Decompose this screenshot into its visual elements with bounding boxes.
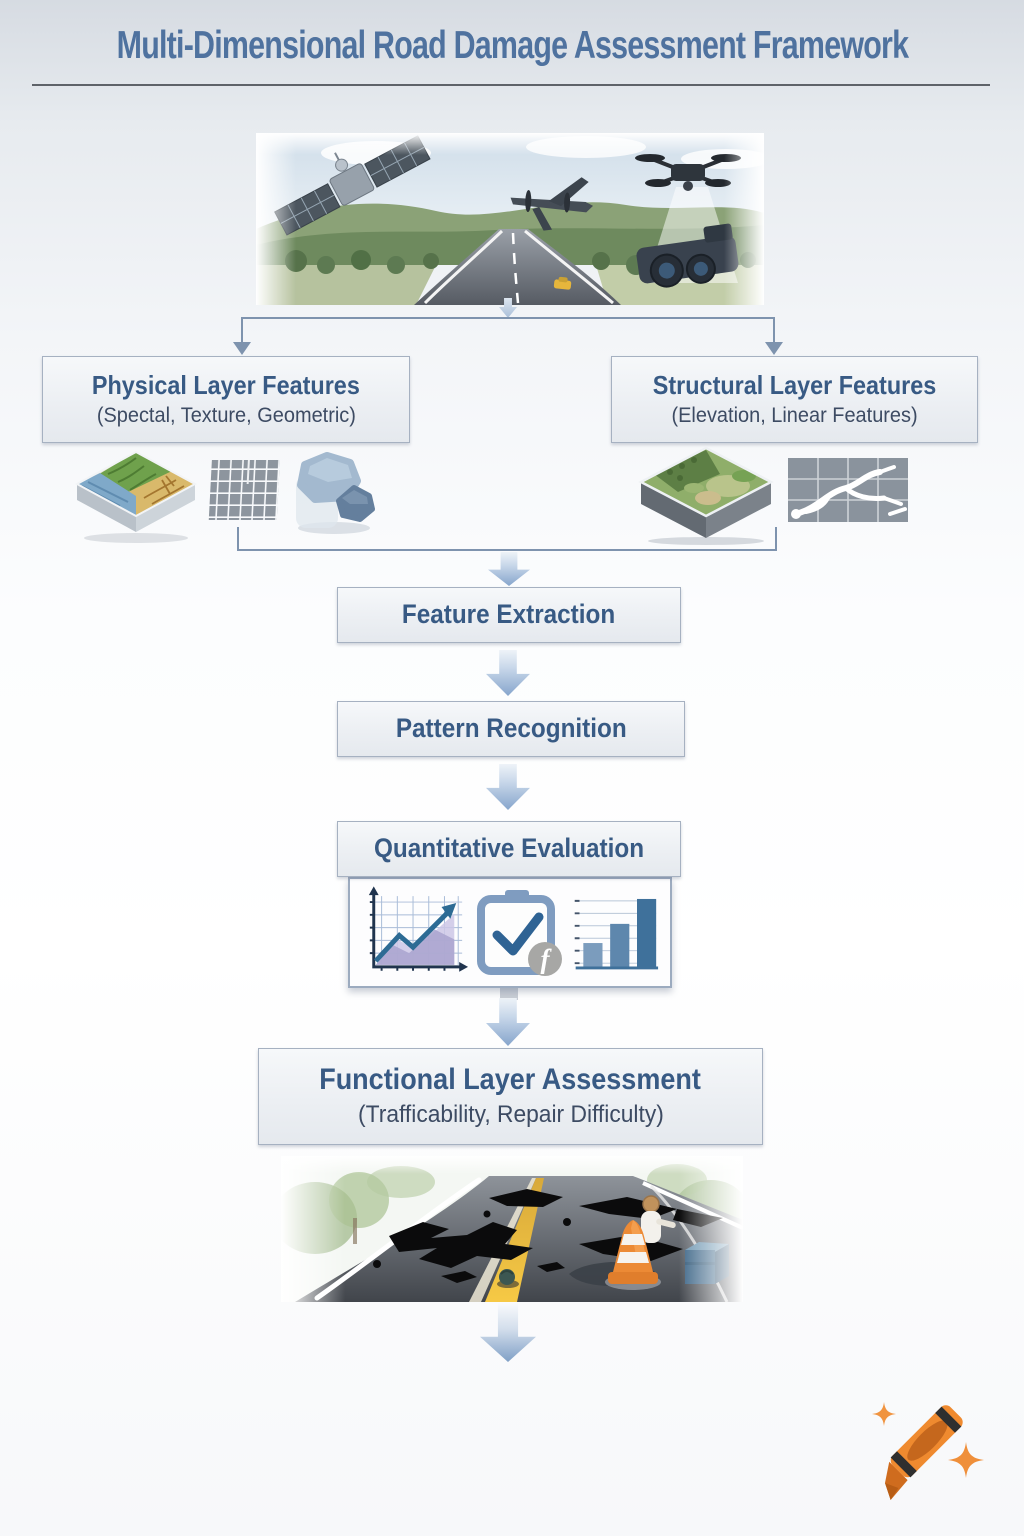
- branch-vline-right: [773, 317, 775, 343]
- functional-layer-title: Functional Layer Assessment: [319, 1063, 702, 1097]
- feature-extraction-box: Feature Extraction: [337, 587, 681, 643]
- branch-arrowhead-left: [233, 342, 251, 355]
- line-chart-icon: [368, 886, 469, 972]
- drone-icon: [635, 154, 741, 191]
- branch-vline-left: [241, 317, 243, 343]
- elevation-block-icon: [638, 446, 774, 545]
- pattern-recognition-label: Pattern Recognition: [395, 713, 627, 744]
- sparkle-icon: [872, 1402, 896, 1426]
- merge-vline-left: [237, 527, 239, 551]
- crayon-icon: [884, 1405, 963, 1500]
- structural-layer-box: Structural Layer Features (Elevation, Li…: [611, 356, 978, 443]
- debris: [497, 1269, 519, 1288]
- physical-layer-subtitle: (Spectal, Texture, Geometric): [96, 403, 356, 427]
- feature-extraction-label: Feature Extraction: [402, 599, 616, 630]
- final-output-arrow: [480, 1302, 536, 1362]
- panel-stub: [500, 986, 518, 1000]
- pattern-recognition-box: Pattern Recognition: [337, 701, 685, 757]
- branch-hline: [241, 317, 775, 319]
- crayon-watermark: [872, 1402, 984, 1500]
- branch-arrowhead-right: [765, 342, 783, 355]
- traffic-cone-icon: [605, 1220, 661, 1290]
- physical-layer-box: Physical Layer Features (Spectal, Textur…: [42, 356, 410, 443]
- highway-scene: [414, 229, 621, 305]
- flow-arrow-1: [486, 650, 530, 696]
- checklist-icon: f: [477, 889, 562, 976]
- quantitative-evaluation-box: Quantitative Evaluation: [337, 821, 681, 877]
- header-divider: [32, 84, 990, 86]
- airplane-icon: [510, 177, 594, 231]
- sparkle-icon-large: [948, 1442, 984, 1478]
- structural-layer-subtitle: (Elevation, Linear Features): [671, 403, 918, 427]
- merge-vline-right: [775, 527, 777, 551]
- damaged-road-scene: [281, 1156, 743, 1302]
- page-title: Multi-Dimensional Road Damage Assessment…: [0, 24, 1024, 68]
- car-icon: [553, 276, 572, 290]
- worker-figure: [641, 1195, 676, 1243]
- functional-layer-box: Functional Layer Assessment (Trafficabil…: [258, 1048, 763, 1145]
- bar-chart-icon: [574, 898, 659, 970]
- structural-layer-title: Structural Layer Features: [652, 369, 937, 400]
- functional-layer-subtitle: (Trafficability, Repair Difficulty): [357, 1100, 664, 1128]
- linear-features-icon: [788, 458, 908, 522]
- evaluation-icons-panel: f: [348, 877, 672, 988]
- merge-hline: [237, 549, 777, 551]
- page-title-text: Multi-Dimensional Road Damage Assessment…: [116, 24, 908, 67]
- terrain-map-icon: [74, 450, 198, 543]
- merge-arrow: [488, 552, 530, 586]
- quantitative-evaluation-label: Quantitative Evaluation: [373, 833, 645, 864]
- physical-layer-title: Physical Layer Features: [92, 369, 360, 400]
- texture-grid-icon: [208, 460, 280, 520]
- flow-arrow-3: [486, 998, 530, 1046]
- flow-arrow-2: [486, 764, 530, 810]
- remote-sensing-illustration: [256, 133, 764, 305]
- geometric-stones-icon: [296, 452, 375, 534]
